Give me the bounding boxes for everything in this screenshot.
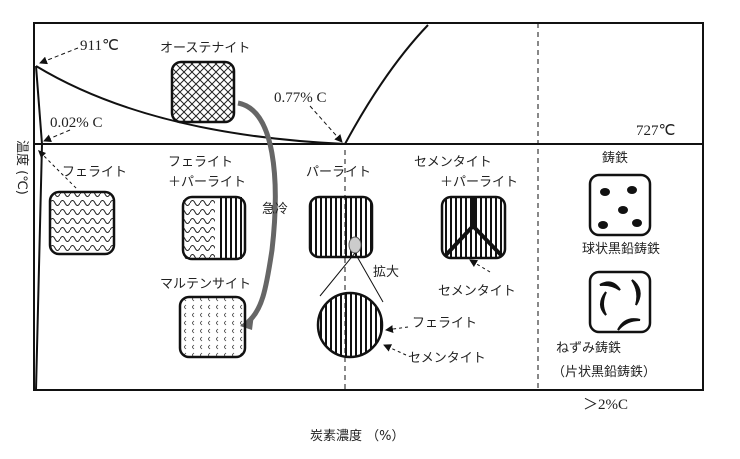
label-ductile-iron: 球状黒鉛鋳鉄 — [582, 241, 660, 257]
label-enlarge: 拡大 — [373, 265, 399, 280]
label-cementite-pearlite-1: セメンタイト — [414, 155, 492, 170]
a3-line — [35, 65, 346, 145]
ferrite-arrowhead — [38, 150, 46, 158]
gray-iron-micrograph — [588, 270, 652, 334]
pearlite-micrograph — [308, 195, 374, 259]
label-0.77C: 0.77% C — [274, 90, 327, 106]
x-axis-title: 炭素濃度 （%） — [310, 428, 405, 444]
ferrite-pointer — [39, 151, 79, 191]
enlarge-lines — [319, 252, 384, 303]
label-ferrite-pearlite-2: ＋パーライト — [168, 175, 246, 190]
arrow-911 — [39, 47, 79, 65]
y-axis-title: 温度 (℃) — [14, 140, 30, 195]
label-gray-iron-2: （片状黒鉛鋳鉄） — [552, 364, 656, 380]
arrow-0.02C — [43, 129, 71, 142]
label-zoom-cementite: セメンタイト — [408, 351, 486, 366]
zoom-cementite-pointer — [383, 344, 407, 356]
label-austenite: オーステナイト — [160, 41, 250, 56]
ferrite-solvus — [35, 65, 44, 391]
label-pearlite: パーライト — [306, 165, 371, 180]
arrow-0.77C — [309, 105, 343, 143]
label-cementite-pearlite-2: ＋パーライト — [440, 175, 518, 190]
cementite-pointer — [469, 259, 491, 273]
label-gray-iron-1: ねずみ鋳鉄 — [556, 340, 621, 356]
label-727: 727℃ — [636, 123, 675, 139]
label-martensite: マルテンサイト — [160, 277, 251, 292]
label-zoom-ferrite: フェライト — [412, 316, 477, 331]
pearlite-enlarged-circle — [316, 291, 384, 359]
label-cast-iron: 鋳鉄 — [602, 150, 628, 166]
label-0.02C: 0.02% C — [50, 115, 103, 131]
ferrite-pearlite-micrograph — [181, 195, 247, 261]
label-ferrite-pearlite-1: フェライト — [168, 155, 233, 170]
cementite-pearlite-micrograph — [440, 195, 507, 260]
label-cementite: セメンタイト — [438, 284, 516, 299]
austenite-micrograph — [170, 60, 236, 124]
ferrite-micrograph — [48, 190, 116, 256]
ductile-iron-micrograph — [588, 173, 652, 237]
acm-line — [344, 24, 429, 145]
plot-frame — [33, 22, 704, 391]
label-ferrite: フェライト — [62, 165, 127, 180]
label-911: 911℃ — [80, 38, 119, 54]
quench-arrow — [237, 100, 278, 324]
zoom-ferrite-pointer — [385, 325, 409, 334]
label-quench: 急冷 — [262, 202, 288, 217]
martensite-micrograph — [178, 295, 247, 359]
label-over-2C: ＞2%C — [583, 397, 628, 413]
